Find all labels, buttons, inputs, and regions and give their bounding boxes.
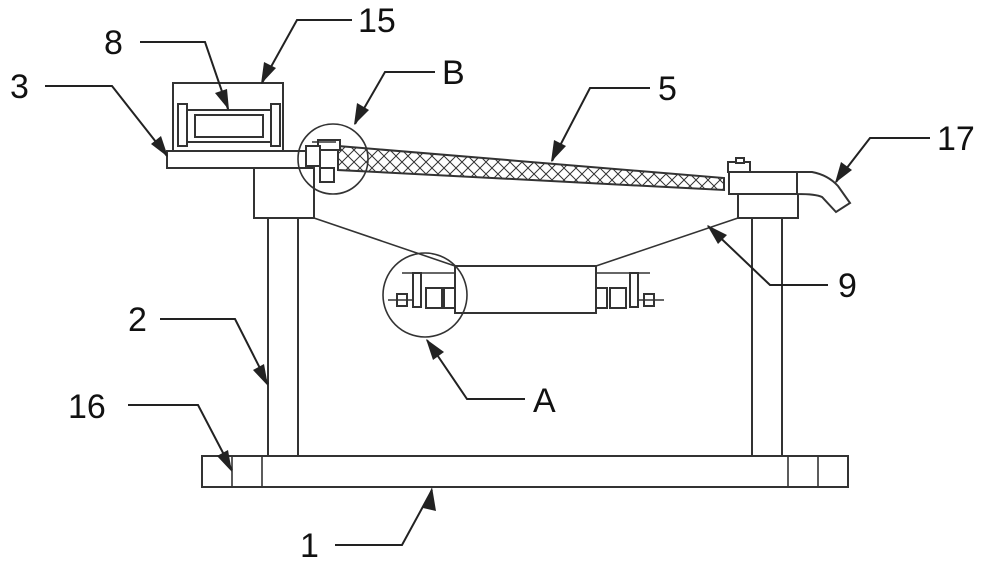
label-17: 17 xyxy=(937,120,975,158)
label-1: 1 xyxy=(300,527,319,565)
right-clamp xyxy=(595,272,664,309)
discharge-chute xyxy=(727,157,852,214)
left-platform xyxy=(166,150,315,169)
label-3: 3 xyxy=(10,68,29,106)
detail-circle-a xyxy=(382,252,468,338)
inclined-screen xyxy=(337,144,725,192)
label-15: 15 xyxy=(358,2,396,40)
label-9: 9 xyxy=(838,267,857,305)
detail-circle-b xyxy=(297,123,369,195)
label-16: 16 xyxy=(68,388,106,426)
support-legs xyxy=(267,217,783,457)
base-plate xyxy=(201,455,849,488)
motor-housing xyxy=(172,82,284,152)
label-b: B xyxy=(442,54,465,92)
screen-joint-b xyxy=(305,139,341,183)
upper-blocks xyxy=(253,167,799,219)
left-clamp xyxy=(388,272,456,309)
label-a: A xyxy=(533,382,556,420)
vibrator-body xyxy=(454,265,597,314)
label-2: 2 xyxy=(128,301,147,339)
leader-lines xyxy=(45,19,930,546)
label-5: 5 xyxy=(658,70,677,108)
label-8: 8 xyxy=(104,24,123,62)
support-cables xyxy=(313,217,739,267)
